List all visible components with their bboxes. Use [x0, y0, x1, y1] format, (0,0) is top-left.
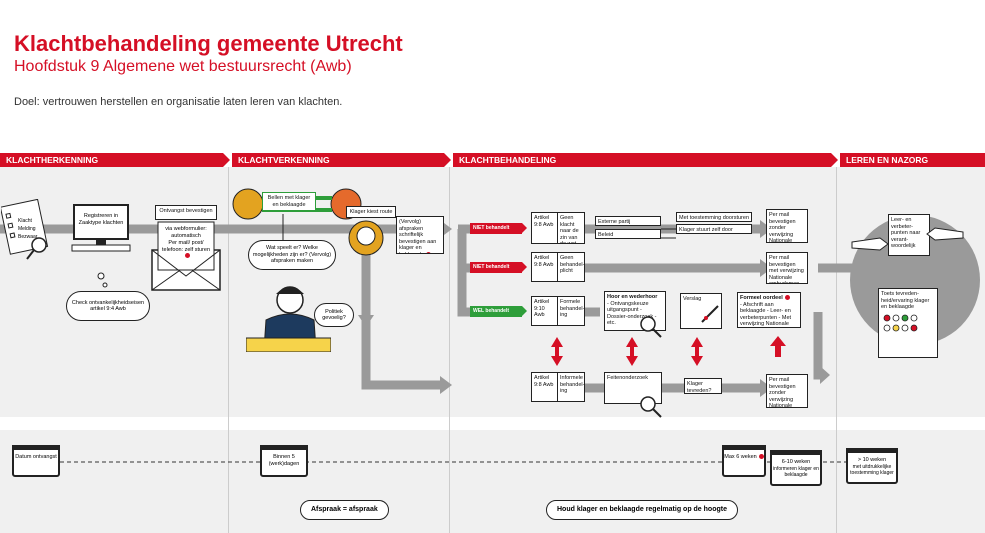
policy-box: Beleid [595, 229, 661, 239]
page-title: Klachtbehandeling gemeente Utrecht [14, 31, 403, 56]
calendar-received: Datum ontvangst [12, 445, 60, 477]
pill-agreement: Afspraak = afspraak [300, 500, 389, 520]
calendar-weeks: 6-10 weken informeren klager en beklaagd… [770, 450, 822, 486]
calendar-within: Binnen 5 (werk)dagen [260, 445, 308, 477]
pen-icon [701, 305, 719, 323]
phase-nazorg: LEREN EN NAZORG [840, 153, 985, 167]
book-art3-right: Formele behandel-ing [557, 296, 585, 326]
sent-self-box: Klager stuurt zelf door [676, 224, 752, 234]
branch-split [457, 229, 470, 317]
route-box: Klager kiest route [346, 206, 396, 218]
form-item-klacht: Klacht [18, 218, 32, 224]
feedback-arrows [551, 336, 786, 366]
hand-icon [926, 227, 964, 241]
calendar-max: Max 6 weken [722, 445, 766, 477]
book-art2-left: Artikel 9:8 Awb [531, 252, 559, 282]
facts-box: Feitenonderzoek [604, 372, 662, 404]
thinking-person-figure [246, 280, 331, 352]
return-path [813, 312, 823, 380]
connector [661, 228, 676, 239]
rating-icons [883, 314, 918, 331]
tag-niet-behandelt-1: NIET behandelt [470, 223, 527, 234]
book-art1-right: Geen klacht naar de zin van de wet [557, 212, 585, 244]
person-icon [348, 220, 384, 256]
hand-icon [851, 237, 889, 251]
satisfied-box: Klager tevreden? [684, 378, 722, 394]
phase-divider [836, 167, 837, 533]
book-art2-right: Geen behandel-plicht [557, 252, 585, 282]
agreement-box: Met toestemming doorsturen [676, 212, 752, 222]
book-art4-right: Informele behandel-ing [557, 372, 585, 402]
mail-confirm-box-3: Per mail bevestigen zonder verwijzing Na… [766, 374, 808, 408]
politics-bubble: Politiek gevoelig? [314, 303, 354, 327]
phase-verkenning: KLACHTVERKENNING [232, 153, 451, 167]
via-web-text: via webformulier: automatisch [165, 226, 207, 239]
red-dot-icon [784, 295, 790, 301]
book-art4-left: Artikel 9:8 Awb [531, 372, 559, 402]
formal-judgment-box: Formeel oordeel - Afschrift aan beklaagd… [737, 292, 801, 328]
magnifier-icon [640, 396, 662, 418]
arrow-head [440, 376, 452, 394]
phase-behandeling: KLACHTBEHANDELING [453, 153, 838, 167]
page-subtitle: Hoofdstuk 9 Algemene wet bestuursrecht (… [14, 58, 352, 75]
goal-text: Doel: vertrouwen herstellen en organisat… [14, 96, 343, 108]
tag-wel-behandelt: WEL behandelt [470, 306, 527, 317]
route-informal [361, 320, 440, 390]
computer-icon: Registreren in Zaaktype klachten [70, 203, 132, 252]
envelope-icon: via webformulier: automatisch Per mail/ … [150, 220, 222, 292]
calendar-later: > 10 weken met uitdrukkelijke toestemmin… [846, 448, 898, 484]
phase-divider [228, 167, 229, 533]
phase-divider [449, 167, 450, 533]
pill-inform: Houd klager en beklaagde regelmatig op d… [546, 500, 738, 520]
thought-dots-icon [97, 272, 108, 288]
red-dot-icon [184, 253, 190, 259]
satisfaction-box: Toets tevreden-heid/ervaring klager en b… [878, 288, 938, 358]
confirm-box: Ontvangst bevestigen [155, 205, 217, 220]
report-box: Verslag [680, 293, 722, 329]
book-art1-left: Artikel 9:8 Awb [531, 212, 559, 244]
register-text: Registreren in Zaaktype klachten [78, 213, 124, 226]
magnifier-icon [640, 316, 662, 338]
via-mail-text: Per mail/ post/ telefoon: zelf sturen [162, 240, 210, 260]
tag-niet-behandelt-2: NIET behandelt [470, 262, 527, 273]
question-bubble: Wat speelt er? Welke mogelijkheden zijn … [248, 240, 336, 270]
book-art3-left: Artikel 9:10 Awb [531, 296, 559, 326]
complaint-form: Klacht Melding Bezwaar [1, 199, 49, 260]
form-item-bezwaar: Bezwaar [18, 234, 38, 240]
arrow-head [820, 366, 830, 384]
call-box: Bellen met klager en beklaagde [262, 192, 316, 211]
check-bubble: Check ontvankelijkheidseisen artikel 9:4… [66, 291, 150, 321]
arrow-head [358, 315, 374, 327]
external-party-box: Externe partij [595, 216, 661, 226]
mail-confirm-box-1: Per mail bevestigen zonder verwijzing Na… [766, 209, 808, 243]
phase-herkenning: KLACHTHERKENNING [0, 153, 230, 167]
confirm-writing-box: (Vervolg) afspraken schriftelijk bevesti… [396, 216, 444, 254]
lessons-box: Leer- en verbeter-punten naar verant-woo… [888, 214, 930, 256]
form-item-melding: Melding [18, 226, 36, 232]
red-dot-icon [426, 251, 432, 253]
red-dot-icon [758, 454, 764, 460]
mail-confirm-box-2: Per mail bevestigen met verwijzing Natio… [766, 252, 808, 284]
